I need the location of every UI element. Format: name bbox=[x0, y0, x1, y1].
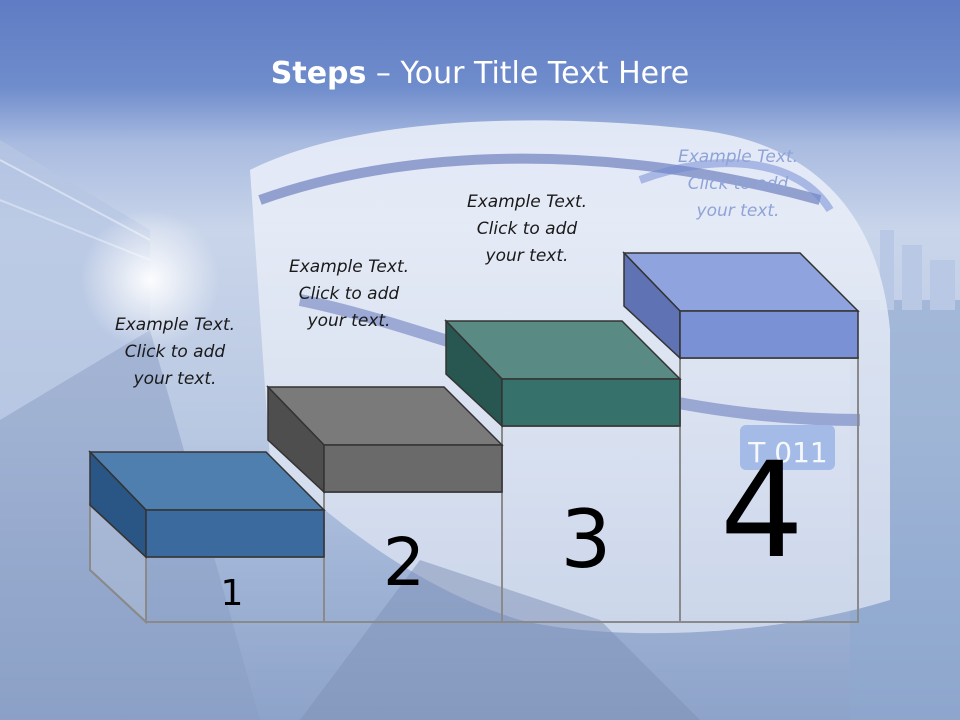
caption-line: Example Text. bbox=[114, 315, 236, 335]
caption-line: Example Text. bbox=[677, 147, 799, 167]
step-1-caption[interactable]: Example Text. Click to add your text. bbox=[80, 312, 270, 393]
step-1-block[interactable] bbox=[88, 450, 326, 559]
caption-line: Click to add bbox=[298, 284, 400, 304]
caption-line: Click to add bbox=[476, 219, 578, 239]
step-1-number: 1 bbox=[221, 573, 244, 614]
slide-title[interactable]: Steps – Your Title Text Here bbox=[0, 56, 960, 91]
caption-line: your text. bbox=[696, 201, 780, 221]
step-4-block[interactable] bbox=[622, 251, 860, 360]
step-4-number: 4 bbox=[720, 434, 804, 588]
title-bold: Steps bbox=[270, 56, 367, 91]
svg-text:T 011: T 011 bbox=[747, 436, 827, 469]
caption-line: Example Text. bbox=[466, 192, 588, 212]
caption-line: Example Text. bbox=[288, 257, 410, 277]
title-rest: – Your Title Text Here bbox=[366, 56, 690, 91]
step-3-caption[interactable]: Example Text. Click to add your text. bbox=[432, 189, 622, 270]
step-3-number: 3 bbox=[561, 493, 612, 586]
caption-line: Click to add bbox=[687, 174, 789, 194]
step-4-caption[interactable]: Example Text. Click to add your text. bbox=[643, 144, 833, 225]
caption-line: your text. bbox=[307, 311, 391, 331]
caption-line: Click to add bbox=[124, 342, 226, 362]
step-2-block[interactable] bbox=[266, 385, 504, 494]
step-2-caption[interactable]: Example Text. Click to add your text. bbox=[254, 254, 444, 335]
step-3-block[interactable] bbox=[444, 319, 682, 428]
step-2-number: 2 bbox=[383, 524, 425, 601]
caption-line: your text. bbox=[133, 369, 217, 389]
caption-line: your text. bbox=[485, 246, 569, 266]
